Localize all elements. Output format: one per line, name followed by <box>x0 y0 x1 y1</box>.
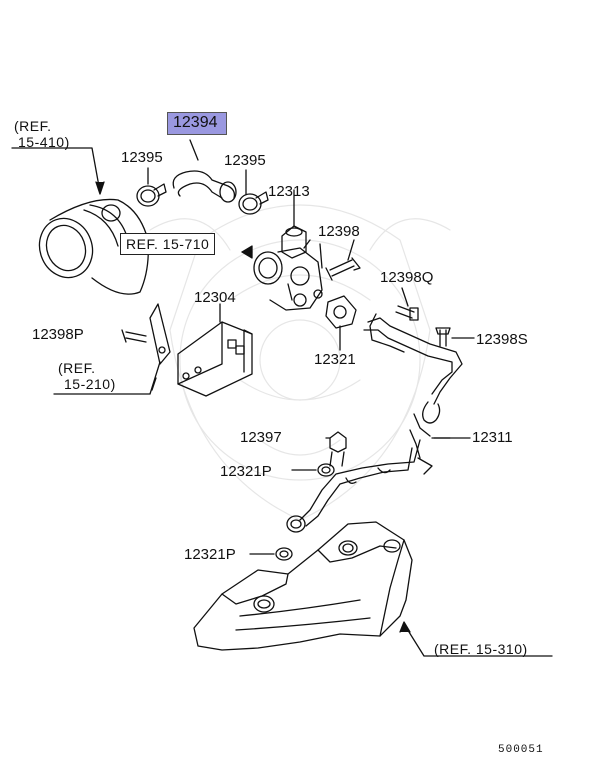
diagram-code: 500051 <box>498 744 544 756</box>
leader-ref-15-410 <box>11 147 101 193</box>
part-number-12398[interactable]: 12398 <box>318 223 360 240</box>
bracket-12304 <box>177 303 253 397</box>
leader-12398 <box>319 243 323 269</box>
part-number-12321p-upper[interactable]: 12321P <box>220 463 272 480</box>
leader-ref-15-310 <box>403 623 553 657</box>
bolt-12398s <box>435 327 475 347</box>
ref-15-210-line1: (REF. <box>58 360 96 376</box>
bolt-12398q <box>395 287 419 321</box>
hose-clamp-left <box>136 183 167 207</box>
part-number-12395-left[interactable]: 12395 <box>121 149 163 166</box>
part-number-12311[interactable]: 12311 <box>472 429 513 446</box>
part-number-12398q[interactable]: 12398Q <box>380 269 434 286</box>
part-number-12394-highlighted[interactable]: 12394 <box>167 112 227 135</box>
valve-12313 <box>253 189 323 311</box>
part-number-12397[interactable]: 12397 <box>240 429 282 446</box>
part-number-12321[interactable]: 12321 <box>314 351 356 368</box>
ref-15-410-line1: (REF. <box>14 118 52 134</box>
washer-12321p-lower <box>249 547 293 561</box>
washer-12321p-upper <box>291 463 335 477</box>
bracket-plate <box>53 303 171 395</box>
gasket-12321 <box>325 295 357 351</box>
bolt-12398 <box>325 239 361 281</box>
hose-clamp-right <box>238 191 269 215</box>
pipe-12311 <box>286 313 463 533</box>
part-number-12398s[interactable]: 12398S <box>476 331 528 348</box>
heat-shield <box>193 521 413 651</box>
part-number-12398p[interactable]: 12398P <box>32 326 84 343</box>
part-number-12395-right[interactable]: 12395 <box>224 152 266 169</box>
watermark-emblem <box>149 204 451 521</box>
part-number-12304[interactable]: 12304 <box>194 289 236 306</box>
part-number-12321p-lower[interactable]: 12321P <box>184 546 236 563</box>
ref-15-210-line2[interactable]: 15-210) <box>64 376 116 392</box>
union-bolt-12397 <box>325 431 347 467</box>
bolt-12398p <box>121 329 147 343</box>
part-number-12313[interactable]: 12313 <box>268 183 310 200</box>
hose-12394 <box>172 139 237 203</box>
ref-15-410-line2[interactable]: 15-410) <box>18 134 70 150</box>
ref-15-310[interactable]: (REF. 15-310) <box>434 641 528 657</box>
ref-15-710[interactable]: REF. 15-710 <box>120 233 216 256</box>
